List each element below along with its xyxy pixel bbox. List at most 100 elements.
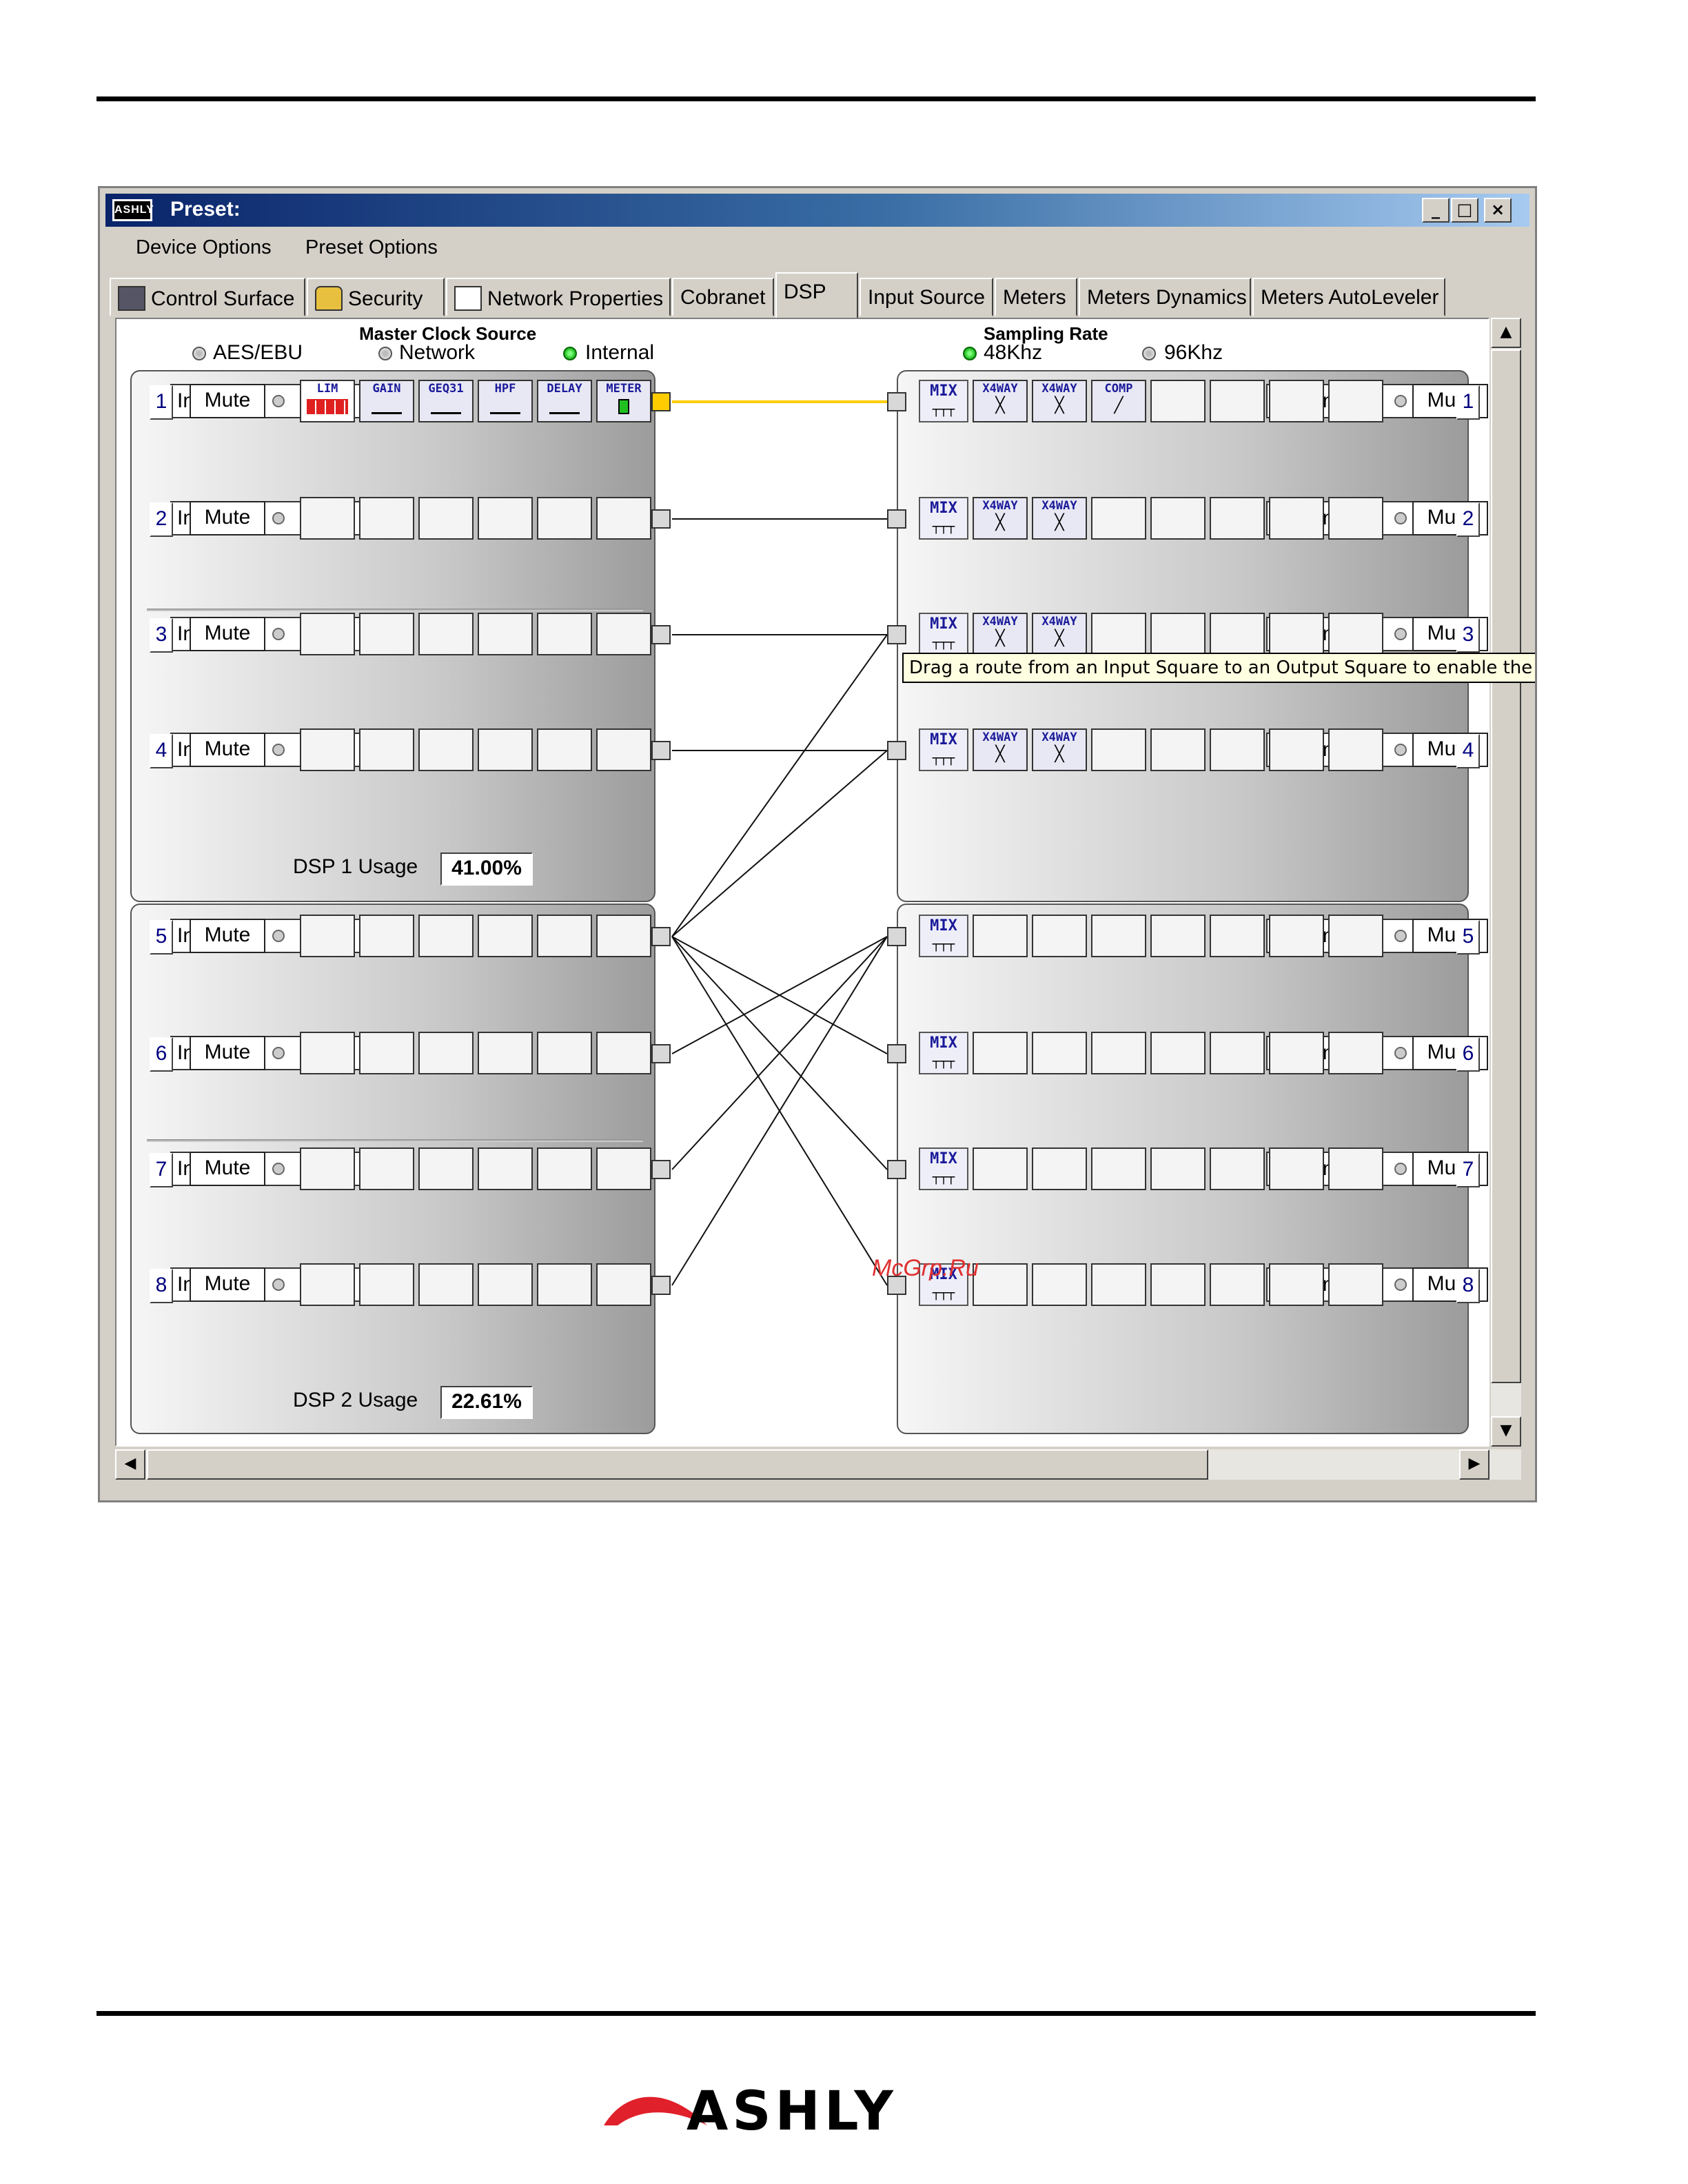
empty-dsp-slot[interactable] (359, 1147, 414, 1190)
empty-dsp-slot[interactable] (1269, 728, 1324, 771)
empty-dsp-slot[interactable] (1150, 915, 1206, 957)
empty-dsp-slot[interactable] (1091, 613, 1146, 655)
dsp-block-gain[interactable]: GAIN (359, 380, 414, 422)
empty-dsp-slot[interactable] (1269, 1263, 1324, 1306)
input-mute-button[interactable]: Mute (190, 617, 265, 651)
empty-dsp-slot[interactable] (596, 915, 651, 957)
empty-dsp-slot[interactable] (300, 1032, 355, 1074)
output-route-square[interactable] (887, 509, 906, 529)
empty-dsp-slot[interactable] (1210, 613, 1265, 655)
empty-dsp-slot[interactable] (1269, 380, 1324, 422)
dsp-block-mix[interactable]: MIX┬┬┬ (919, 497, 968, 540)
empty-dsp-slot[interactable] (1032, 915, 1087, 957)
input-route-square[interactable] (651, 927, 671, 946)
empty-dsp-slot[interactable] (1269, 1032, 1324, 1074)
empty-dsp-slot[interactable] (973, 1147, 1028, 1190)
empty-dsp-slot[interactable] (300, 728, 355, 771)
input-mute-button[interactable]: Mute (190, 919, 265, 953)
empty-dsp-slot[interactable] (1328, 1032, 1383, 1074)
tab-meters[interactable]: Meters (995, 278, 1077, 316)
empty-dsp-slot[interactable] (1150, 1032, 1206, 1074)
empty-dsp-slot[interactable] (1328, 915, 1383, 957)
empty-dsp-slot[interactable] (1210, 380, 1265, 422)
empty-dsp-slot[interactable] (478, 1147, 533, 1190)
empty-dsp-slot[interactable] (596, 728, 651, 771)
empty-dsp-slot[interactable] (1091, 1032, 1146, 1074)
input-mute-button[interactable]: Mute (190, 1152, 265, 1186)
dsp-block-mix[interactable]: MIX┬┬┬ (919, 728, 968, 771)
empty-dsp-slot[interactable] (1328, 728, 1383, 771)
empty-dsp-slot[interactable] (359, 497, 414, 540)
dsp-block-x4way[interactable]: X4WAY╳ (1032, 380, 1087, 422)
rate-96khz-radio[interactable] (1142, 347, 1156, 360)
empty-dsp-slot[interactable] (418, 728, 474, 771)
dsp-block-mix[interactable]: MIX┬┬┬ (919, 1032, 968, 1074)
empty-dsp-slot[interactable] (537, 613, 592, 655)
horizontal-scroll-thumb[interactable] (147, 1449, 1208, 1480)
output-route-square[interactable] (887, 392, 906, 411)
input-route-square[interactable] (651, 509, 671, 529)
empty-dsp-slot[interactable] (596, 497, 651, 540)
tab-meters-dynamics[interactable]: Meters Dynamics (1079, 278, 1251, 316)
empty-dsp-slot[interactable] (418, 1147, 474, 1190)
output-route-square[interactable] (887, 1276, 906, 1295)
empty-dsp-slot[interactable] (1328, 1147, 1383, 1190)
empty-dsp-slot[interactable] (478, 613, 533, 655)
maximize-button[interactable]: □ (1451, 198, 1478, 223)
dsp-block-mix[interactable]: MIX┬┬┬ (919, 915, 968, 957)
scroll-right-button[interactable]: ▶ (1459, 1449, 1489, 1480)
dsp-block-lim[interactable]: LIM (300, 380, 355, 422)
empty-dsp-slot[interactable] (1269, 915, 1324, 957)
empty-dsp-slot[interactable] (1210, 728, 1265, 771)
empty-dsp-slot[interactable] (1210, 497, 1265, 540)
empty-dsp-slot[interactable] (418, 1032, 474, 1074)
input-mute-button[interactable]: Mute (190, 501, 265, 535)
empty-dsp-slot[interactable] (1150, 380, 1206, 422)
input-mute-button[interactable]: Mute (190, 384, 265, 418)
output-route-square[interactable] (887, 625, 906, 644)
empty-dsp-slot[interactable] (1269, 497, 1324, 540)
dsp-block-comp[interactable]: COMP╱ (1091, 380, 1146, 422)
empty-dsp-slot[interactable] (1269, 1147, 1324, 1190)
empty-dsp-slot[interactable] (1091, 1263, 1146, 1306)
dsp-block-geq31[interactable]: GEQ31 (418, 380, 474, 422)
empty-dsp-slot[interactable] (359, 915, 414, 957)
empty-dsp-slot[interactable] (1091, 497, 1146, 540)
vertical-scroll-thumb[interactable] (1491, 349, 1521, 1383)
empty-dsp-slot[interactable] (300, 915, 355, 957)
dsp-block-x4way[interactable]: X4WAY╳ (973, 380, 1028, 422)
empty-dsp-slot[interactable] (1210, 915, 1265, 957)
dsp-block-delay[interactable]: DELAY (537, 380, 592, 422)
horizontal-scrollbar[interactable]: ◀ ▶ (115, 1449, 1521, 1480)
tab-network-properties[interactable]: Network Properties (446, 278, 671, 316)
dsp-block-meter[interactable]: METER (596, 380, 651, 422)
empty-dsp-slot[interactable] (537, 1032, 592, 1074)
clock-aes-ebu-radio[interactable] (192, 347, 206, 360)
dsp-block-x4way[interactable]: X4WAY╳ (1032, 728, 1087, 771)
empty-dsp-slot[interactable] (973, 1263, 1028, 1306)
empty-dsp-slot[interactable] (1328, 1263, 1383, 1306)
input-route-square[interactable] (651, 1160, 671, 1179)
empty-dsp-slot[interactable] (973, 915, 1028, 957)
empty-dsp-slot[interactable] (537, 497, 592, 540)
route-wire[interactable] (671, 936, 888, 1054)
tab-meters-autoleveler[interactable]: Meters AutoLeveler (1252, 278, 1445, 316)
empty-dsp-slot[interactable] (1091, 915, 1146, 957)
empty-dsp-slot[interactable] (300, 1263, 355, 1306)
empty-dsp-slot[interactable] (478, 728, 533, 771)
scroll-down-button[interactable]: ▼ (1491, 1416, 1521, 1447)
route-wire[interactable] (671, 936, 888, 1170)
empty-dsp-slot[interactable] (1210, 1147, 1265, 1190)
empty-dsp-slot[interactable] (1150, 1263, 1206, 1306)
empty-dsp-slot[interactable] (418, 1263, 474, 1306)
empty-dsp-slot[interactable] (418, 497, 474, 540)
empty-dsp-slot[interactable] (596, 613, 651, 655)
empty-dsp-slot[interactable] (1210, 1032, 1265, 1074)
output-route-square[interactable] (887, 927, 906, 946)
empty-dsp-slot[interactable] (537, 915, 592, 957)
empty-dsp-slot[interactable] (1150, 497, 1206, 540)
tab-input-source[interactable]: Input Source (860, 278, 993, 316)
empty-dsp-slot[interactable] (478, 1263, 533, 1306)
route-wire[interactable] (671, 634, 888, 937)
empty-dsp-slot[interactable] (596, 1147, 651, 1190)
